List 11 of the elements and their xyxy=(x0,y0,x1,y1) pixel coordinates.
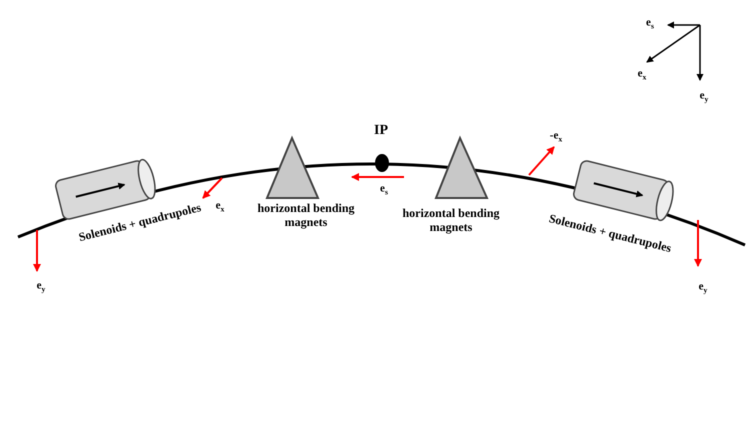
axis-label: e$_{y}$ xyxy=(700,89,708,105)
vector-label: e$_{y}$ xyxy=(36,279,46,295)
component-label: horizontal bending magnets xyxy=(256,202,356,230)
vector-label: e$_{y}$ xyxy=(698,280,708,296)
vector-label: -e$_{x}$ xyxy=(550,129,562,145)
component-label: horizontal bending magnets xyxy=(401,207,501,235)
axis-label: e$_{x}$ xyxy=(638,67,646,83)
interaction-point-label: IP xyxy=(374,122,388,140)
vector-label: e$_{s}$ xyxy=(380,182,388,198)
vector-label: e$_{x}$ xyxy=(216,199,224,215)
axis-label: e$_{s}$ xyxy=(646,16,654,32)
